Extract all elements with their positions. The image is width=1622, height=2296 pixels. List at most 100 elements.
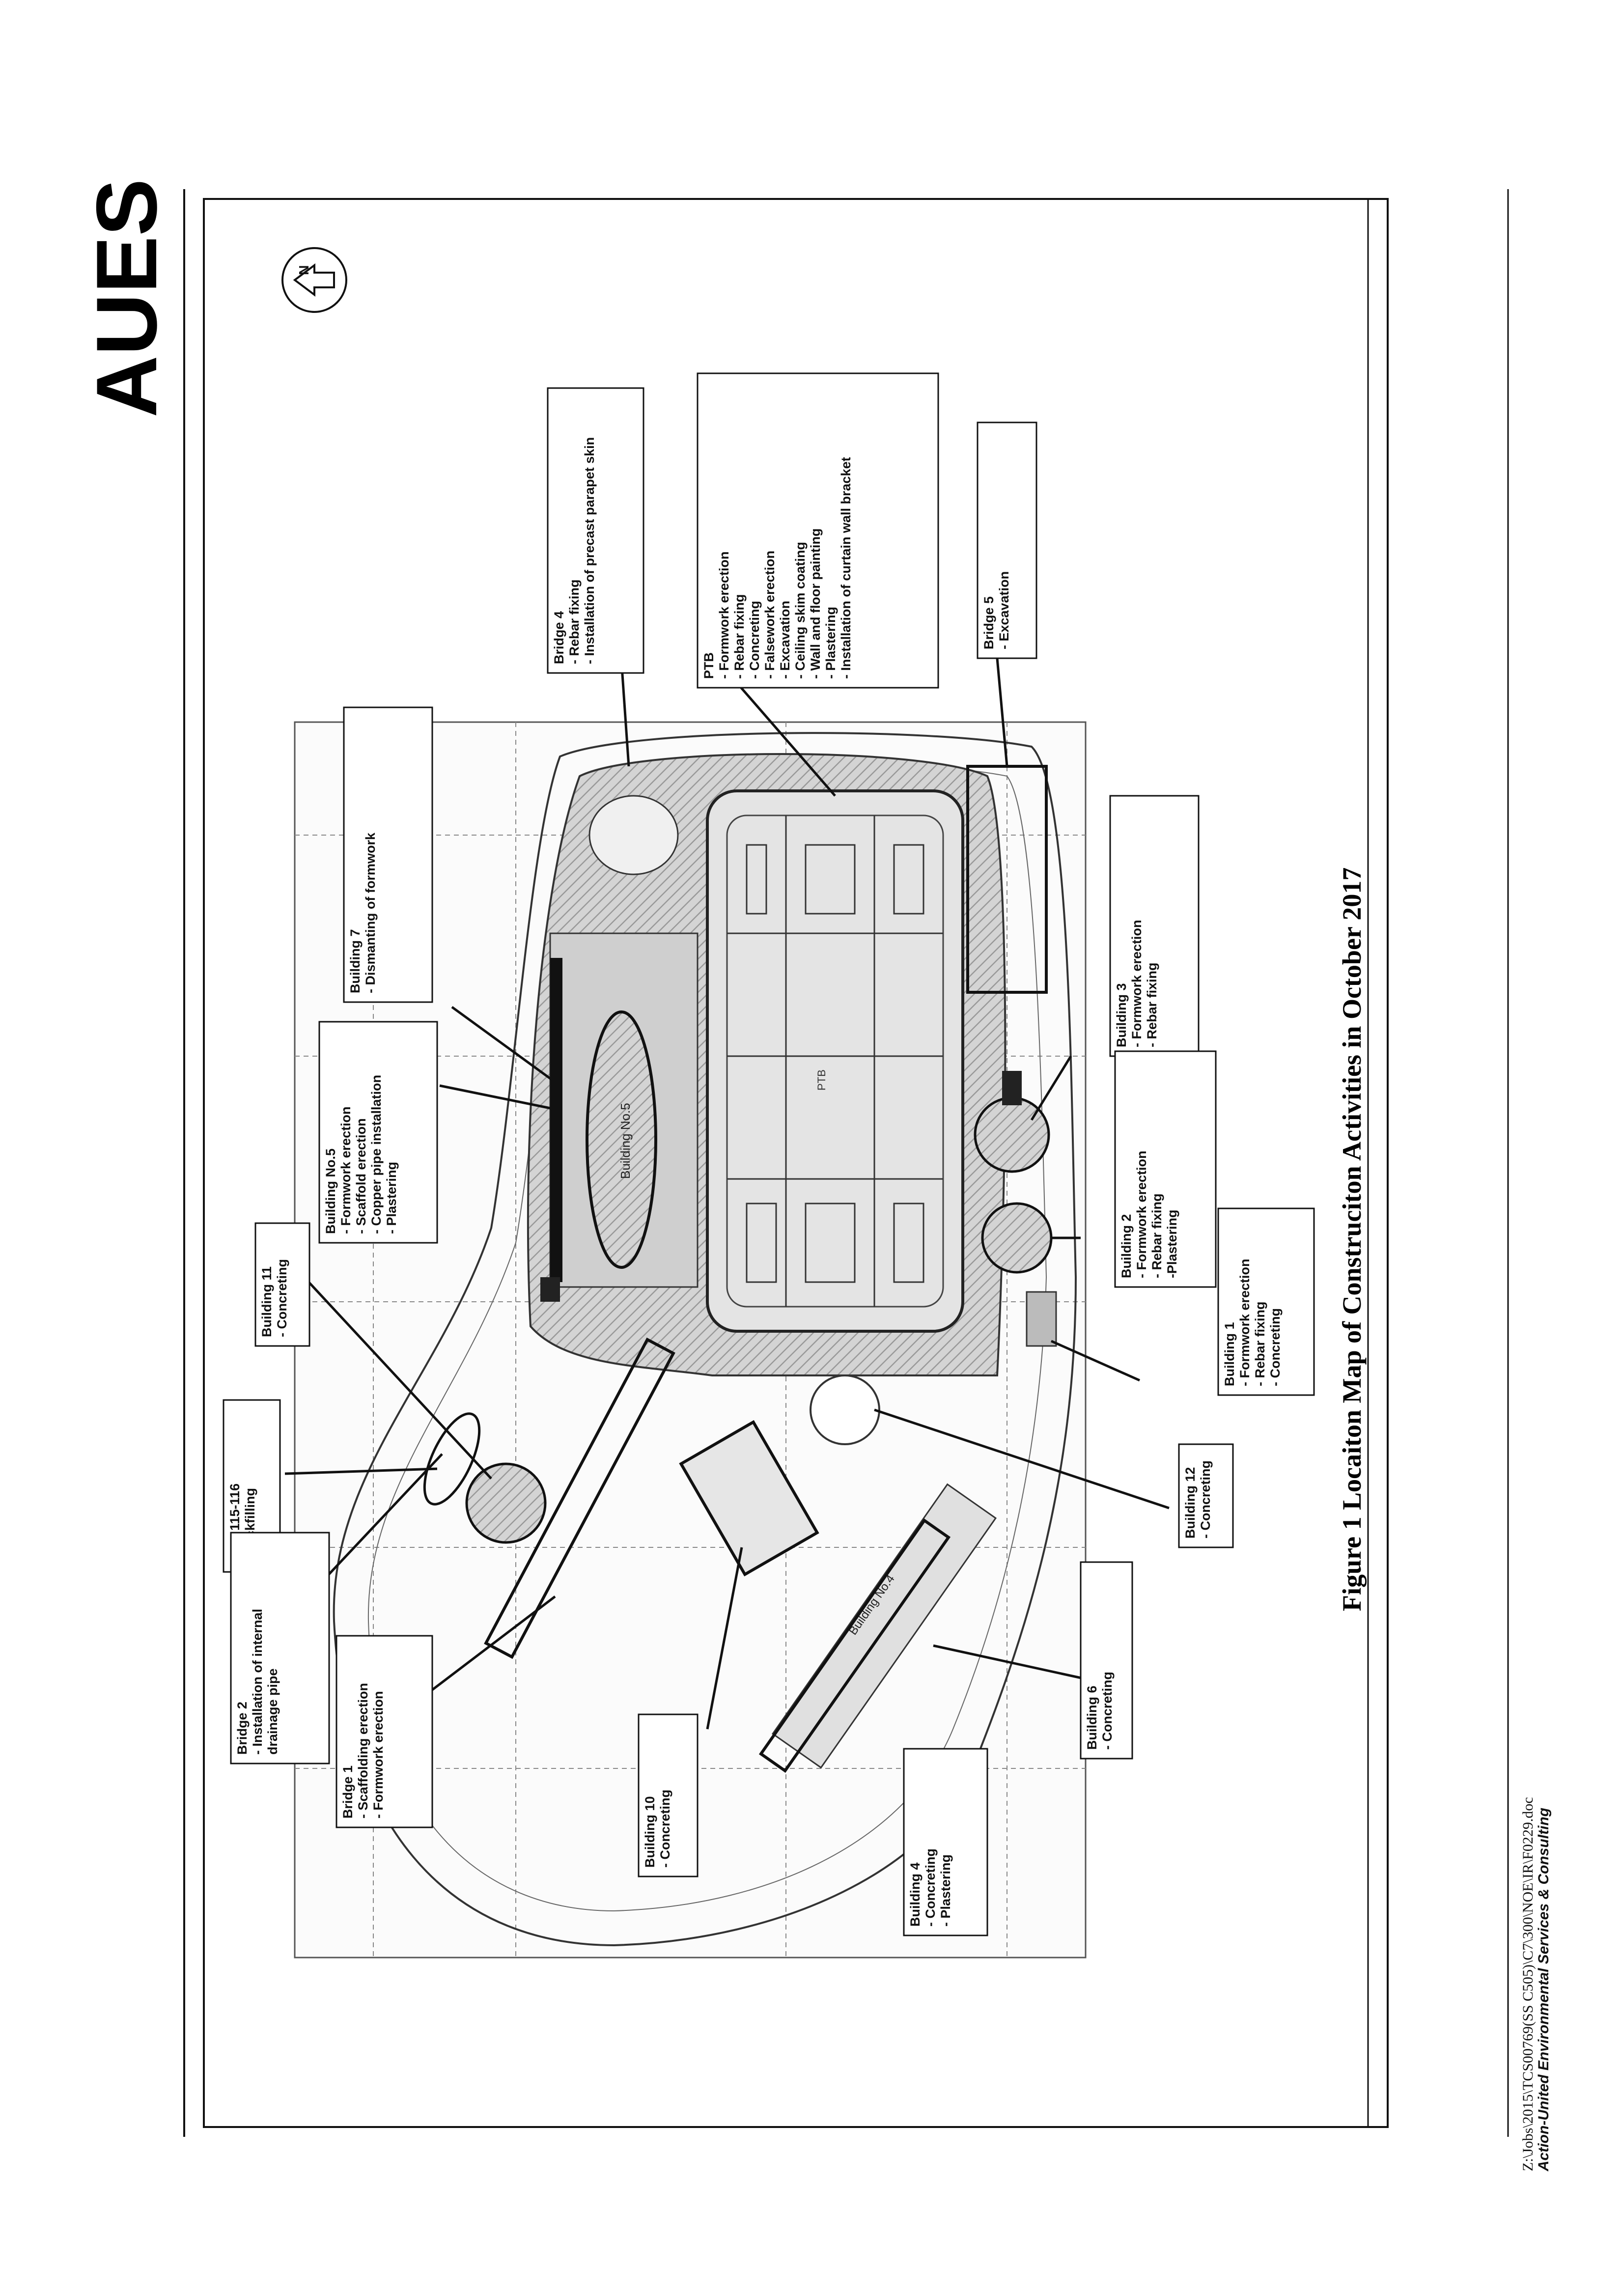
building-no5-ellipse [586, 1010, 657, 1269]
callout-ptb: PTB- Formwork erection- Rebar fixing- Co… [697, 372, 939, 689]
callout-item: - Formwork erection [1134, 1150, 1149, 1278]
callout-box [343, 706, 433, 1003]
callout-box [977, 421, 1037, 659]
figure-caption: Figure 1 Locaiton Map of Construciton Ac… [1337, 868, 1367, 1611]
callout-item: - Concreting [1198, 1460, 1213, 1539]
callout-title: Building 4 [908, 1863, 923, 1927]
callout-building-7: Building 7- Dismanting of formwork [343, 706, 433, 1003]
callout-title: Building 11 [259, 1266, 274, 1337]
leader-lines [284, 589, 1170, 1730]
building-2-circle [981, 1202, 1053, 1274]
callout-bridge-1: Bridge 1- Scaffolding erection- Formwork… [336, 1635, 433, 1828]
building-no5-map-label: Building No.5 [618, 1103, 633, 1179]
top-oval [588, 795, 679, 875]
building-1-mark [1026, 1291, 1057, 1347]
callout-item: - Formwork erection [717, 551, 731, 679]
callout-item: - Copper pipe installation [369, 1075, 384, 1234]
callout-building-3: Building 3- Formwork erection- Rebar fix… [1109, 795, 1200, 1057]
callout-box [903, 1748, 988, 1936]
callout-item: - Dismanting of formwork [363, 832, 378, 993]
dark-block-1 [1002, 1071, 1022, 1105]
callout-item: - Concreting [275, 1259, 289, 1337]
callout-box [1217, 1207, 1315, 1396]
callout-item: - Scaffolding erection [356, 1683, 370, 1819]
callout-item: - Excavation [778, 601, 792, 679]
callout-item: - Wall and floor painting [808, 529, 823, 679]
callout-box [1114, 1050, 1217, 1288]
footer-company: Action-United Environmental Services & C… [1536, 1808, 1552, 2172]
callout-bridge-5: Bridge 5- Excavation [977, 421, 1037, 659]
callout-item: - Ceiling skim coating [793, 542, 808, 679]
callout-title: Building No.5 [323, 1148, 338, 1234]
callout-title: Bridge 5 [981, 596, 996, 649]
callout-box [318, 1021, 438, 1244]
callout-building-10: Building 10- Concreting [638, 1713, 699, 1877]
callout-item: - Formwork erection [1129, 920, 1144, 1047]
callout-box [336, 1635, 433, 1828]
north-label: N [296, 265, 311, 275]
callout-building-12: Building 12- Concreting [1178, 1443, 1234, 1548]
north-arrow: N [281, 247, 347, 313]
callout-box [1080, 1561, 1133, 1760]
building-no4-strip [771, 1483, 997, 1769]
callout-item: drainage pipe [265, 1668, 280, 1755]
dfm-circle [465, 1462, 547, 1544]
callout-building-no5: Building No.5- Formwork erection- Scaffo… [318, 1021, 438, 1244]
callout-title: Bridge 2 [235, 1702, 250, 1755]
callout-title: PTB [701, 652, 716, 679]
callout-title: Building 10 [643, 1796, 657, 1868]
callout-item: - Installation of curtain wall bracket [839, 457, 853, 679]
callout-box [254, 1222, 310, 1347]
building-11-bar [550, 958, 562, 1282]
callout-building-6: Building 6- Concreting [1080, 1561, 1133, 1760]
bridge-1-outline [484, 1337, 675, 1659]
callout-item: - Concreting [1100, 1672, 1115, 1750]
callout-title: Building 6 [1085, 1686, 1099, 1750]
callout-item: - Concreting [658, 1790, 672, 1868]
callout-title: Building 3 [1114, 983, 1129, 1048]
callout-item: - Concreting [923, 1848, 938, 1927]
callout-item: - Installation of precast parapet skin [582, 437, 597, 664]
callout-building-11: Building 11- Concreting [254, 1222, 310, 1347]
callout-item: - Formwork erection [1237, 1259, 1252, 1386]
callout-item: - Concreting [747, 601, 762, 679]
callout-item: - Concreting [1268, 1308, 1283, 1386]
ptb-inner [726, 814, 944, 1308]
callout-title: Building 7 [348, 929, 363, 994]
callout-box [1178, 1443, 1234, 1548]
callout-item: - Scaffold erection [354, 1118, 368, 1234]
footer-path: Z:\Jobs\2015\TCS00769(SS C505)\C7\300\NO… [1520, 1797, 1536, 2171]
callout-item: - Plastering [823, 607, 838, 679]
building-10-outline [679, 1420, 819, 1577]
callout-item: -Plastering [1165, 1209, 1179, 1278]
callout-title: Bridge 1 [340, 1765, 355, 1819]
callout-title: Building 2 [1119, 1214, 1134, 1279]
callout-item: - Rebar fixing [567, 579, 582, 664]
figure-border [203, 198, 1389, 2128]
callout-item: - Plastering [384, 1162, 399, 1234]
callout-box [697, 372, 939, 689]
callout-title: Bridge 4 [552, 611, 566, 664]
callout-box [230, 1532, 330, 1764]
callout-building-4: Building 4- Concreting- Plastering [903, 1748, 988, 1936]
callout-item: - Excavation [997, 571, 1011, 649]
callout-item: - Plastering [938, 1854, 953, 1927]
callout-item: - Rebar fixing [732, 594, 747, 679]
callout-building-1: Building 1- Formwork erection- Rebar fix… [1217, 1207, 1315, 1396]
ptb-internal-lines [727, 815, 943, 1307]
building-6-outline [758, 1518, 951, 1773]
building-12-circle [810, 1374, 880, 1445]
dark-block-2 [540, 1277, 560, 1302]
callout-title: Building 12 [1183, 1467, 1198, 1539]
ptb-map-label: PTB [815, 1069, 828, 1091]
callout-item: - Rebar fixing [1253, 1301, 1267, 1386]
dfm-ellipse [423, 1412, 481, 1506]
callout-item: - Falsework erection [762, 551, 777, 679]
ptb-building [706, 789, 964, 1333]
callout-item: - Rebar fixing [1149, 1193, 1164, 1278]
callout-bridge-4: Bridge 4- Rebar fixing- Installation of … [547, 387, 644, 674]
aues-logo: AUES [79, 179, 175, 418]
